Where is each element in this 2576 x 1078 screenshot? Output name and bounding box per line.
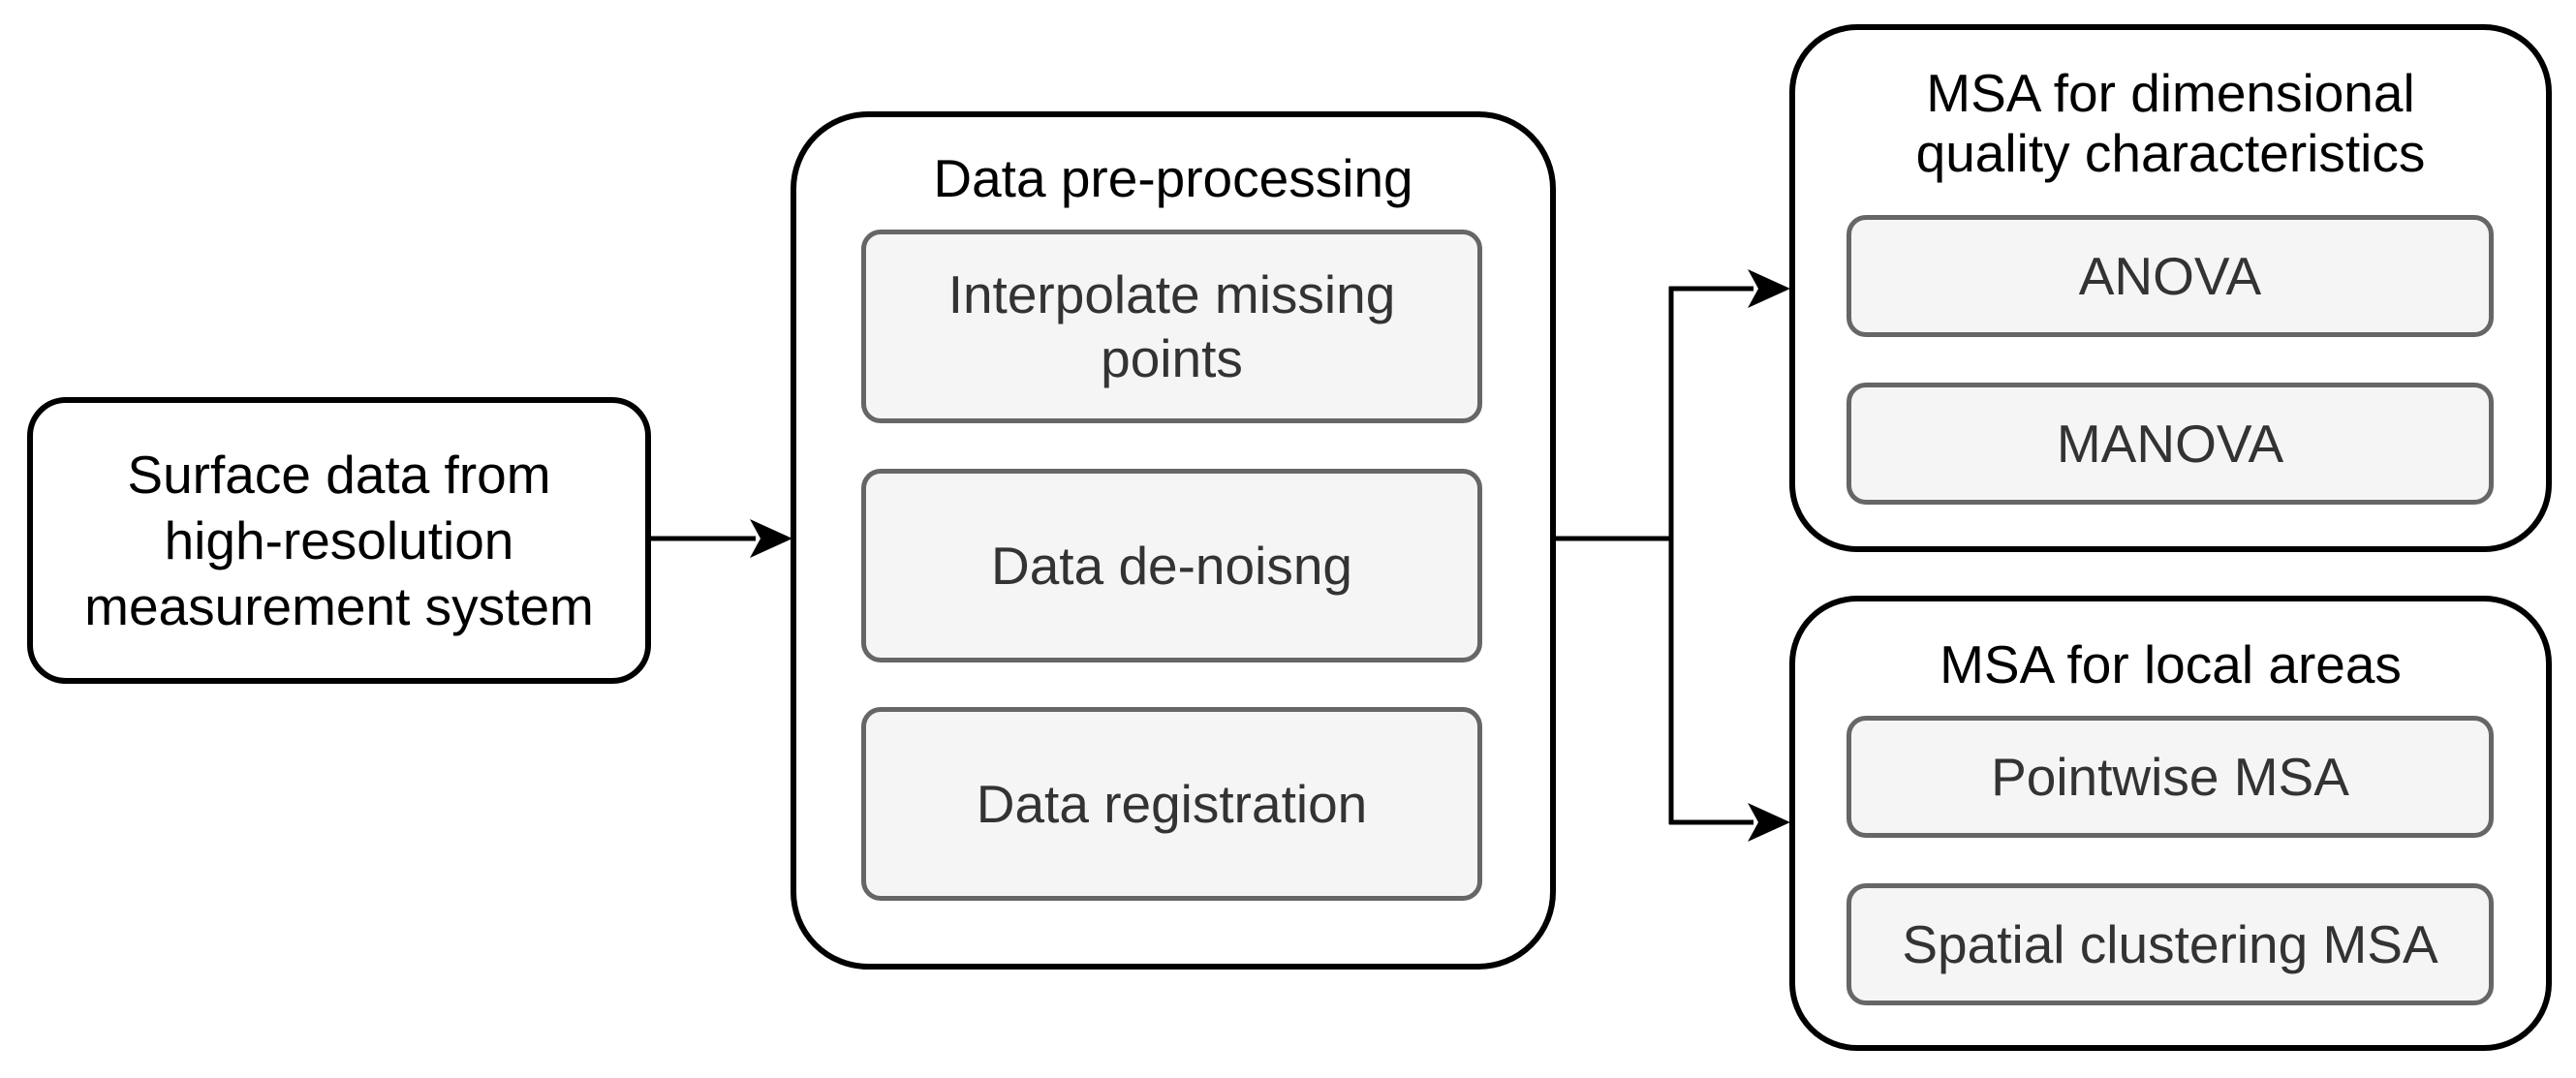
method-manova: MANOVA [1847, 383, 2494, 505]
step-data-registration: Data registration [861, 707, 1482, 901]
source-box: Surface data from high-resolution measur… [27, 397, 651, 684]
arrowhead-msa-local [1748, 803, 1790, 842]
method-anova: ANOVA [1847, 215, 2494, 337]
method-spatial-clustering-msa: Spatial clustering MSA [1847, 883, 2494, 1005]
arrowhead-preprocessing [750, 519, 792, 558]
step-interpolate-missing-points: Interpolate missing points [861, 230, 1482, 423]
msa-dimensional-title: MSA for dimensional quality characterist… [1915, 63, 2426, 183]
method-pointwise-msa: Pointwise MSA [1847, 716, 2494, 838]
source-label: Surface data from high-resolution measur… [84, 445, 594, 636]
preprocessing-title: Data pre-processing [933, 148, 1413, 208]
arrowhead-msa-dimensional [1748, 269, 1790, 308]
msa-local-title: MSA for local areas [1940, 634, 2402, 694]
step-data-denoising: Data de-noisng [861, 469, 1482, 662]
